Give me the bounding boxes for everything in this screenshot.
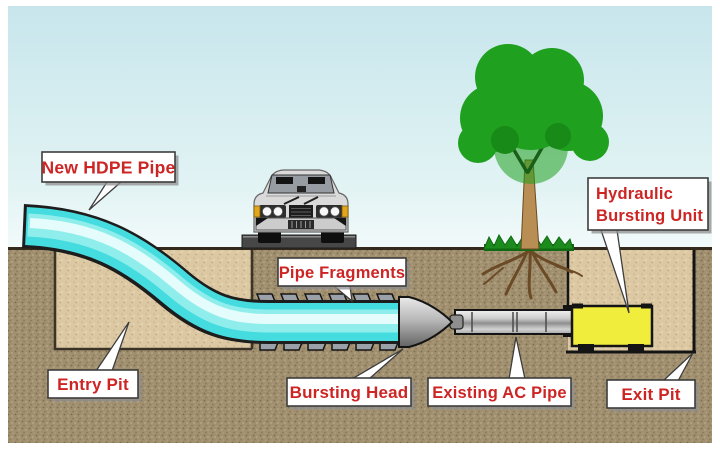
svg-text:Bursting Head: Bursting Head: [290, 383, 409, 402]
car-wipers: [283, 196, 319, 205]
car: [253, 169, 349, 243]
label-hydraulic-bursting-unit: Hydraulic Bursting Unit: [587, 177, 712, 234]
label-pointers: [88, 181, 694, 382]
label-bursting-head: Bursting Head: [286, 377, 415, 410]
svg-text:Entry Pit: Entry Pit: [57, 375, 129, 394]
tree: [458, 44, 609, 250]
bursting-unit-body: [570, 304, 654, 348]
svg-text:Pipe Fragments: Pipe Fragments: [279, 264, 406, 282]
svg-text:Exit Pit: Exit Pit: [621, 385, 680, 404]
svg-text:Existing AC Pipe: Existing AC Pipe: [432, 384, 567, 402]
tree-roots: [481, 250, 583, 300]
labels: New HDPE Pipe Pipe Fragments Hydraulic B…: [41, 151, 712, 412]
label-new-hdpe-pipe: New HDPE Pipe: [41, 151, 179, 186]
svg-text:Bursting Unit: Bursting Unit: [596, 207, 703, 225]
existing-ac-pipe: [454, 309, 574, 335]
bursting-head: [398, 296, 464, 348]
label-pipe-fragments: Pipe Fragments: [277, 257, 410, 290]
new-hdpe-pipe: [21, 204, 402, 344]
svg-text:New HDPE Pipe: New HDPE Pipe: [42, 158, 176, 178]
tree-canopy: [458, 44, 609, 184]
ac-pipe-joints: [471, 312, 547, 332]
label-exit-pit: Exit Pit: [606, 379, 699, 412]
hydraulic-bursting-unit: [570, 303, 654, 352]
svg-text:Hydraulic: Hydraulic: [596, 185, 673, 203]
label-existing-ac-pipe: Existing AC Pipe: [427, 377, 575, 410]
label-entry-pit: Entry Pit: [47, 369, 142, 402]
